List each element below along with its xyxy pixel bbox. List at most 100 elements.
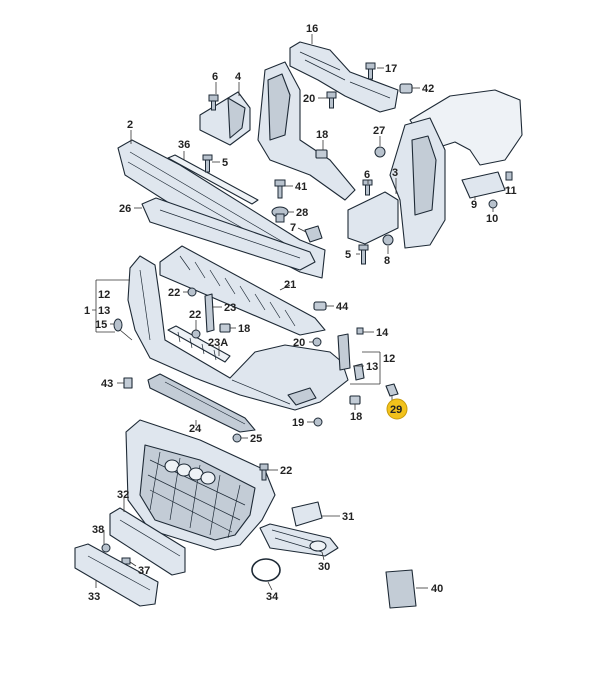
callout-15[interactable]: 15 bbox=[95, 319, 107, 331]
callout-27[interactable]: 27 bbox=[373, 125, 385, 137]
part-20-bolt-b bbox=[312, 337, 322, 347]
callout-3[interactable]: 3 bbox=[392, 167, 398, 179]
callout-12[interactable]: 12 bbox=[98, 289, 110, 301]
part-17-bolt bbox=[365, 62, 376, 80]
callout-28[interactable]: 28 bbox=[296, 207, 308, 219]
part-33-plate-bracket bbox=[74, 543, 159, 607]
callout-29[interactable]: 29 bbox=[390, 404, 402, 416]
part-18-clip-b bbox=[219, 323, 231, 333]
callout-21[interactable]: 21 bbox=[284, 279, 296, 291]
leader-lines bbox=[92, 34, 510, 591]
part-15-sensor bbox=[113, 318, 133, 341]
callout-38[interactable]: 38 bbox=[92, 524, 104, 536]
callout-22[interactable]: 22 bbox=[168, 287, 180, 299]
part-22-bolt-c bbox=[259, 463, 269, 481]
callout-25[interactable]: 25 bbox=[250, 433, 262, 445]
callout-5b[interactable]: 5 bbox=[345, 249, 351, 261]
callout-18[interactable]: 18 bbox=[316, 129, 328, 141]
callout-7[interactable]: 7 bbox=[290, 222, 296, 234]
callout-6[interactable]: 6 bbox=[212, 71, 218, 83]
part-3-lock-carrier-right bbox=[389, 117, 446, 249]
part-29-clip bbox=[385, 383, 399, 397]
part-4-bracket bbox=[199, 91, 251, 146]
callout-30[interactable]: 30 bbox=[318, 561, 330, 573]
callout-44[interactable]: 44 bbox=[336, 301, 349, 313]
part-22-bolt-b bbox=[191, 329, 201, 339]
part-23a-holder bbox=[167, 325, 231, 363]
callout-40[interactable]: 40 bbox=[431, 583, 443, 595]
callout-4[interactable]: 4 bbox=[235, 71, 242, 83]
callout-34[interactable]: 34 bbox=[266, 591, 279, 603]
callout-9[interactable]: 9 bbox=[471, 199, 477, 211]
part-14-bolt bbox=[356, 327, 364, 335]
part-5-bolt-a bbox=[202, 154, 213, 173]
part-6-bolt-b bbox=[362, 179, 373, 196]
part-30-fog-grille bbox=[259, 523, 339, 557]
part-13-bracket-a bbox=[337, 333, 351, 371]
callout-43[interactable]: 43 bbox=[101, 378, 113, 390]
callout-37[interactable]: 37 bbox=[138, 565, 150, 577]
part-3-bracket-lower bbox=[347, 191, 399, 245]
part-27-nut bbox=[374, 146, 386, 158]
callout-12b[interactable]: 12 bbox=[383, 353, 395, 365]
callout-1[interactable]: 1 bbox=[84, 305, 90, 317]
callout-10[interactable]: 10 bbox=[486, 213, 498, 225]
part-19-bolt bbox=[313, 417, 323, 427]
callout-5[interactable]: 5 bbox=[222, 157, 228, 169]
part-7-bracket bbox=[304, 225, 323, 243]
callout-8[interactable]: 8 bbox=[384, 255, 390, 267]
part-32-trim-strip bbox=[109, 507, 186, 576]
part-24-spoiler-strip bbox=[147, 373, 256, 433]
callout-18c[interactable]: 18 bbox=[350, 411, 362, 423]
part-43-clip bbox=[123, 377, 133, 389]
callout-14[interactable]: 14 bbox=[376, 327, 389, 339]
callout-11[interactable]: 11 bbox=[505, 185, 517, 197]
callout-13b[interactable]: 13 bbox=[366, 361, 378, 373]
callout-24[interactable]: 24 bbox=[189, 423, 202, 435]
callout-18b[interactable]: 18 bbox=[238, 323, 250, 335]
part-5-bolt-b bbox=[358, 244, 369, 265]
part-31-cover-cap bbox=[291, 501, 323, 527]
part-9-bracket bbox=[461, 171, 506, 199]
callout-2[interactable]: 2 bbox=[127, 119, 133, 131]
part-13-bracket-b bbox=[353, 363, 365, 381]
part-20-bolt-top bbox=[326, 91, 337, 109]
part-26-energy-absorber bbox=[141, 197, 316, 271]
callout-23[interactable]: 23 bbox=[224, 302, 236, 314]
part-21-air-guide bbox=[159, 245, 326, 336]
callout-23a[interactable]: 23A bbox=[208, 337, 228, 349]
part-11-bolt bbox=[505, 171, 513, 181]
callout-20b[interactable]: 20 bbox=[293, 337, 305, 349]
callout-36[interactable]: 36 bbox=[178, 139, 190, 151]
callout-13[interactable]: 13 bbox=[98, 305, 110, 317]
callout-42[interactable]: 42 bbox=[422, 83, 434, 95]
callout-19[interactable]: 19 bbox=[292, 417, 304, 429]
part-18-clip-a bbox=[315, 149, 328, 159]
callout-32[interactable]: 32 bbox=[117, 489, 129, 501]
callout-16[interactable]: 16 bbox=[306, 23, 318, 35]
callout-labels: 16 17 42 6 4 20 2 36 5 18 27 41 6 3 11 9… bbox=[84, 23, 517, 603]
callout-26[interactable]: 26 bbox=[119, 203, 131, 215]
part-16-upper-cross-member bbox=[289, 41, 399, 113]
callout-41[interactable]: 41 bbox=[295, 181, 307, 193]
part-18-clip-c bbox=[349, 395, 361, 405]
callout-20[interactable]: 20 bbox=[303, 93, 315, 105]
part-25-bolt bbox=[232, 433, 242, 443]
part-44-clip bbox=[313, 301, 327, 311]
callout-6b[interactable]: 6 bbox=[364, 169, 370, 181]
callout-22b[interactable]: 22 bbox=[189, 309, 201, 321]
part-28-grommet bbox=[271, 206, 289, 223]
part-23-bracket bbox=[204, 293, 215, 333]
callout-31[interactable]: 31 bbox=[342, 511, 354, 523]
callout-33[interactable]: 33 bbox=[88, 591, 100, 603]
part-grille bbox=[125, 419, 276, 551]
part-6-bolt-a bbox=[208, 94, 219, 111]
part-40-pouch bbox=[385, 569, 417, 609]
part-8-nut bbox=[382, 234, 394, 246]
callout-22c[interactable]: 22 bbox=[280, 465, 292, 477]
callout-17[interactable]: 17 bbox=[385, 63, 397, 75]
part-41-bolt bbox=[274, 179, 286, 199]
part-37-clip bbox=[121, 557, 131, 565]
highlight-callout-29 bbox=[386, 398, 408, 420]
